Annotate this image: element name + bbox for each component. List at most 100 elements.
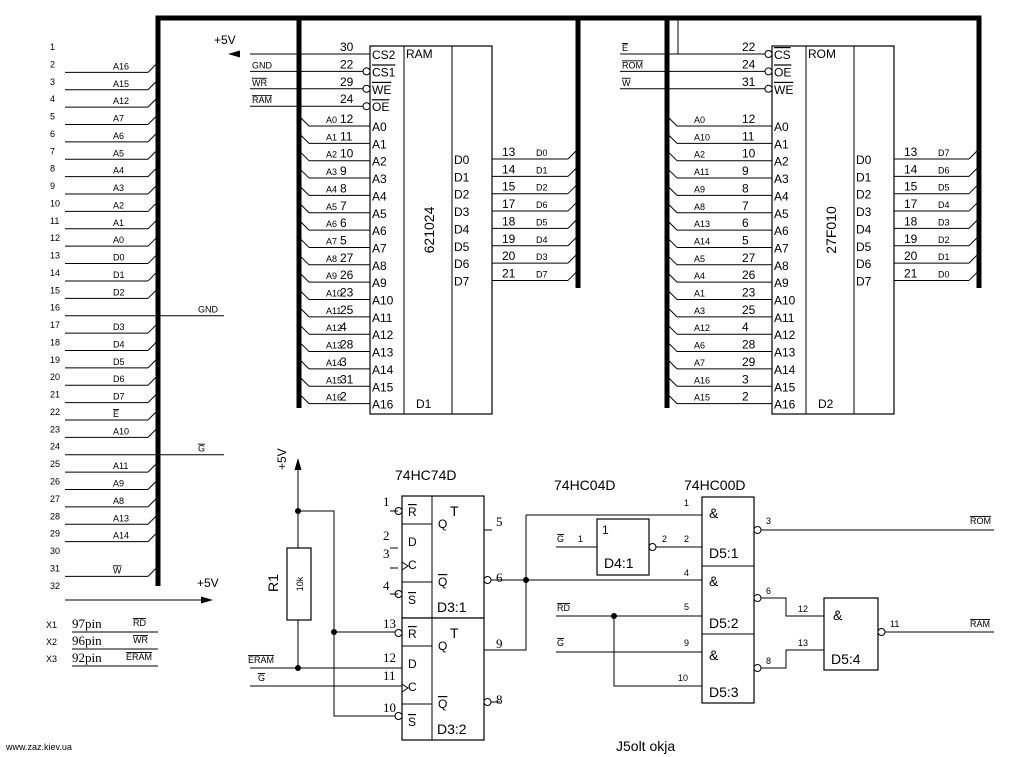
- rom-chip-control-signal: E: [622, 43, 628, 53]
- connector-signal-label: D6: [113, 374, 125, 384]
- main-bus: [155, 15, 982, 586]
- ram-chip-address-pin-number: 28: [340, 338, 354, 352]
- connector-pin-number: 19: [50, 355, 60, 365]
- ram-chip-address-pin-name: A3: [372, 172, 387, 186]
- bus-entry: [147, 131, 159, 143]
- rom-chip-address-signal: A4: [694, 271, 705, 281]
- bus-entry: [147, 496, 159, 508]
- rom-chip-address-pin-number: 11: [742, 129, 755, 143]
- connector-signal-label: A11: [113, 461, 128, 471]
- rom-chip-address-pin-name: A10: [774, 294, 796, 308]
- ram-chip-data-pin-number: 21: [502, 266, 516, 280]
- connector-signal-label: A6: [113, 131, 124, 141]
- ram-chip-data-pin-number: 14: [502, 162, 516, 176]
- rom-chip-address-pin-number: 3: [742, 372, 749, 386]
- inverter-out-pin: 2: [662, 534, 667, 544]
- bus-entry: [147, 96, 159, 108]
- inversion-bubble: [753, 526, 762, 534]
- rom-chip-address-pin-number: 28: [742, 338, 756, 352]
- inverter-type-label: 74HC04D: [554, 477, 615, 493]
- extra-pin-signal: RD: [133, 618, 146, 628]
- bus-entry: [567, 218, 579, 229]
- bus-entry: [666, 115, 678, 127]
- rom-chip-address-pin-name: A8: [774, 259, 789, 273]
- nand2-ref-label: D5:2: [709, 615, 739, 631]
- rom-chip-data-pin-name: D2: [856, 188, 872, 202]
- bus-entry: [298, 323, 310, 335]
- flipflop-top-ref-label: D3:1: [437, 599, 467, 615]
- rom-chip-data-pin-name: D3: [856, 205, 872, 219]
- extra-pin-id: X1: [46, 620, 57, 630]
- rom-chip-address-pin-number: 29: [742, 355, 756, 369]
- ram-chip-address-pin-number: 9: [340, 164, 347, 178]
- flipflop-top-nq-pin: 6: [496, 570, 503, 585]
- rom-chip-data-pin-name: D4: [856, 222, 872, 236]
- bus-entry: [666, 167, 678, 179]
- ram-chip-address-pin-name: A0: [372, 120, 387, 134]
- rom-chip-address-pin-name: A9: [774, 276, 789, 290]
- connector-pin-number: 14: [50, 268, 60, 278]
- ram-chip-address-pin-number: 25: [340, 303, 354, 317]
- rom-chip-address-signal: A10: [694, 132, 710, 142]
- ram-chip-data-signal: D5: [536, 217, 548, 227]
- inverter-g-label: G: [557, 534, 564, 544]
- ram-chip-address-signal: A11: [326, 306, 341, 316]
- flipflop-top-d-label: D: [408, 535, 417, 549]
- rom-chip-control-bubble: [764, 67, 773, 76]
- bus-entry: [298, 167, 310, 179]
- connector-signal-label: A8: [113, 496, 124, 506]
- bus-entry: [298, 237, 310, 248]
- ram-chip-address-pin-number: 8: [340, 181, 347, 195]
- connector-signal-label: W: [113, 565, 122, 575]
- extra-pin-id: X3: [46, 654, 57, 664]
- inverter-symbol: 1: [602, 523, 609, 537]
- bus-entry: [968, 218, 980, 229]
- nand2-symbol: &: [709, 573, 719, 589]
- rom-chip-address-pin-name: A5: [774, 207, 789, 221]
- flipflop-bot-q-pin: 9: [496, 636, 503, 651]
- ram-chip-address-signal: A13: [326, 341, 342, 351]
- bus-entry: [298, 202, 310, 214]
- ram-chip-address-pin-name: A6: [372, 224, 387, 238]
- bus-entry: [567, 148, 579, 160]
- site-url: www.zaz.kiev.ua: [5, 742, 72, 752]
- nand-body: [701, 496, 755, 704]
- nand4-b-pin: 13: [798, 638, 808, 648]
- connector-signal-label: A15: [113, 79, 129, 89]
- rom-chip-address-pin-name: A14: [774, 363, 796, 377]
- bus-entry: [147, 201, 159, 212]
- arrow-right-icon: [201, 596, 213, 604]
- rom-chip-data-pin-number: 18: [904, 214, 918, 228]
- ram-chip-address-pin-name: A14: [372, 363, 394, 377]
- bus-entry: [298, 219, 310, 231]
- g-label: G: [258, 673, 265, 683]
- connector-signal-label: D2: [113, 287, 125, 297]
- bus-entry: [968, 200, 980, 212]
- nand4-b-wire: [761, 649, 824, 669]
- ram-chip-data-pin-number: 15: [502, 180, 516, 194]
- nand1-b-pin: 2: [684, 534, 689, 544]
- rom-chip-address-signal: A1: [694, 289, 705, 299]
- rom-chip-address-signal: A9: [694, 184, 705, 194]
- ram-chip-address-pin-name: A11: [372, 311, 393, 325]
- ram-chip-data-pin-number: 20: [502, 249, 516, 263]
- connector-pin-number: 17: [50, 320, 60, 330]
- bus-entry: [567, 270, 579, 281]
- connector-signal-label: A14: [113, 531, 129, 541]
- rom-chip-control-bubble: [764, 50, 773, 58]
- connector-pin-number: 12: [50, 233, 60, 243]
- bus-entry: [147, 183, 159, 195]
- bus-entry: [666, 306, 678, 318]
- clock-icon: [401, 683, 409, 693]
- connector-pin-number: 23: [50, 424, 60, 434]
- rom-output-label: ROM: [970, 516, 991, 526]
- inversion-bubble: [648, 543, 657, 551]
- flipflop-bot-nq-pin: 8: [496, 692, 503, 707]
- rom-chip-control-pin-number: 31: [742, 75, 756, 89]
- connector-signal-label: D5: [113, 357, 125, 367]
- rom-chip-address-signal: A6: [694, 341, 705, 351]
- supply-label: +5V: [197, 576, 219, 590]
- bus-entry: [666, 254, 678, 266]
- ram-chip-address-pin-name: A13: [372, 346, 394, 360]
- bus-entry: [147, 270, 159, 282]
